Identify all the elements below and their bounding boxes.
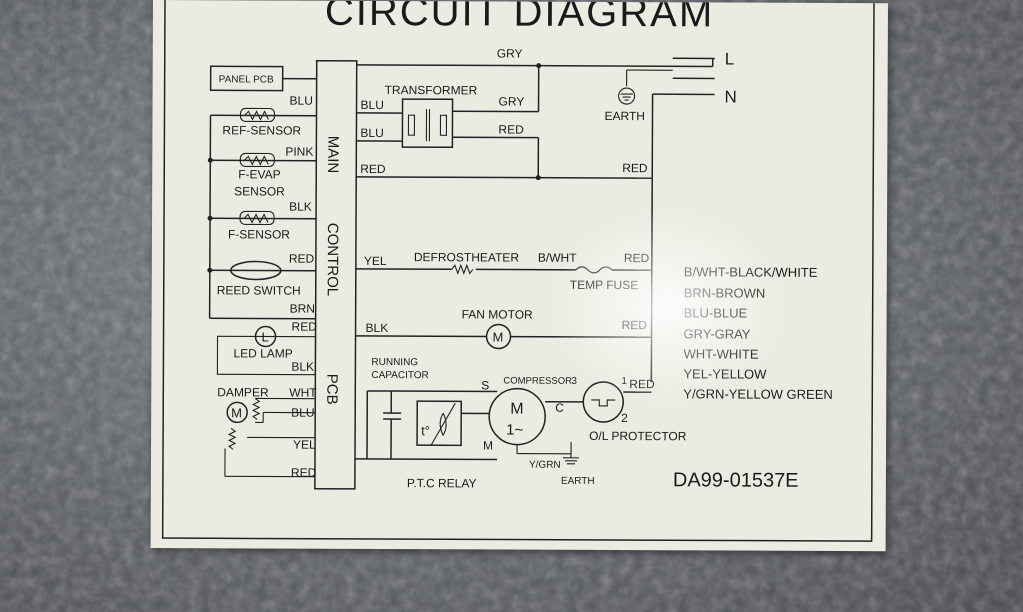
wire-label-red-transformer: RED bbox=[498, 123, 524, 137]
ol-protector-symbol bbox=[582, 381, 625, 423]
legend-item: BLU-BLUE bbox=[684, 305, 748, 320]
wire-label-blk-led: BLK bbox=[291, 360, 314, 374]
wire-label-gry-transformer: GRY bbox=[499, 95, 525, 109]
f-sensor-label: F-SENSOR bbox=[228, 227, 290, 241]
compressor-earth-label: EARTH bbox=[561, 476, 595, 487]
f-evap-sensor-label: SENSOR bbox=[234, 184, 285, 198]
legend-item: B/WHT-BLACK/WHITE bbox=[684, 264, 818, 280]
wire-label-pink: PINK bbox=[285, 145, 313, 159]
ol-protector-label: O/L PROTECTOR bbox=[589, 429, 687, 443]
wire-label-red-reed: RED bbox=[289, 252, 315, 266]
reed-switch-symbol bbox=[230, 260, 282, 281]
compressor-symbol-m: M bbox=[510, 401, 523, 418]
ptc-relay-t-symbol: t° bbox=[421, 423, 430, 438]
wire-label-blk-fan: BLK bbox=[366, 321, 389, 335]
wire-label-bwht: B/WHT bbox=[538, 251, 577, 265]
wire-label-wht-damper: WHT bbox=[289, 386, 317, 400]
temp-fuse-label: TEMP FUSE bbox=[570, 278, 639, 292]
wire-label-red-damper: RED bbox=[291, 466, 317, 480]
wire-label-red-ol: RED bbox=[629, 377, 655, 391]
ref-sensor-label: REF-SENSOR bbox=[222, 123, 301, 137]
wire-label-red-led: RED bbox=[292, 320, 318, 334]
damper-motor-letter: M bbox=[231, 405, 242, 420]
circuit-label-card: CIRCUIT DIAGRAM MAIN CONTROL PCB PANEL P… bbox=[150, 0, 888, 552]
legend-item: BRN-BROWN bbox=[684, 285, 766, 300]
neutral-terminal-label: N bbox=[725, 87, 737, 106]
transformer-label: TRANSFORMER bbox=[385, 83, 478, 97]
damper-motor-symbol bbox=[226, 401, 248, 424]
ol-terminal-3: 3 bbox=[571, 376, 577, 387]
f-evap-label: F-EVAP bbox=[238, 167, 281, 181]
transformer-symbol bbox=[401, 98, 454, 149]
temp-fuse-symbol bbox=[575, 266, 613, 274]
main-label: MAIN bbox=[324, 136, 341, 174]
panel-pcb-label: PANEL PCB bbox=[219, 74, 274, 85]
part-number: DA99-01537E bbox=[673, 469, 799, 492]
reed-switch-label: REED SWITCH bbox=[217, 283, 301, 297]
wire-label-blu-panel: BLU bbox=[290, 94, 313, 108]
wire-label-red-fuse: RED bbox=[624, 251, 650, 265]
control-label: CONTROL bbox=[324, 223, 341, 296]
line-terminal-label: L bbox=[725, 49, 735, 68]
wire-color-legend: B/WHT-BLACK/WHITE BRN-BROWN BLU-BLUE GRY… bbox=[683, 264, 833, 402]
led-lamp-symbol bbox=[254, 325, 277, 348]
compressor-earth-wire-label: Y/GRN bbox=[529, 460, 561, 471]
legend-item: WHT-WHITE bbox=[683, 346, 758, 361]
fan-motor-letter: M bbox=[493, 329, 504, 344]
led-lamp-loop bbox=[216, 335, 317, 376]
main-control-pcb bbox=[314, 59, 358, 490]
wire-label-blk-fsensor: BLK bbox=[289, 200, 312, 214]
wire-label-red-fan: RED bbox=[622, 318, 648, 332]
diagram-title: CIRCUIT DIAGRAM bbox=[325, 0, 714, 35]
wire-label-brn: BRN bbox=[290, 302, 315, 316]
fan-motor-label: FAN MOTOR bbox=[462, 307, 534, 321]
legend-item: YEL-YELLOW bbox=[683, 366, 767, 381]
legend-item: GRY-GRAY bbox=[684, 326, 751, 341]
wire-label-red-right: RED bbox=[622, 161, 648, 175]
compressor-symbol-phase: 1~ bbox=[506, 422, 523, 439]
led-lamp-label: LED LAMP bbox=[233, 346, 292, 360]
wire-label-blu-damper: BLU bbox=[291, 406, 314, 420]
wire-label-yel-damper: YEL bbox=[293, 438, 316, 452]
compressor-terminal-c: C bbox=[555, 401, 564, 415]
damper-label: DAMPER bbox=[217, 385, 269, 399]
wire-label-red-main: RED bbox=[360, 162, 386, 176]
earth-symbol bbox=[618, 87, 636, 105]
wire-label-yel-heater: YEL bbox=[364, 254, 387, 268]
running-capacitor-label-2: CAPACITOR bbox=[371, 370, 428, 381]
earth-label: EARTH bbox=[604, 109, 645, 123]
compressor-terminal-s: S bbox=[481, 378, 489, 392]
circuit-diagram: CIRCUIT DIAGRAM MAIN CONTROL PCB PANEL P… bbox=[161, 0, 875, 542]
compressor-terminal-m: M bbox=[483, 438, 493, 452]
defrost-heater-label: DEFROSTHEATER bbox=[414, 250, 520, 264]
wire-label-blu-tr2: BLU bbox=[360, 126, 383, 140]
ref-sensor-symbol bbox=[239, 107, 276, 123]
defrost-heater-symbol bbox=[451, 263, 474, 275]
f-evap-sensor-symbol bbox=[239, 152, 275, 168]
ptc-relay-label: P.T.C RELAY bbox=[407, 476, 477, 490]
label-border bbox=[161, 0, 875, 542]
ptc-relay-symbol bbox=[416, 400, 463, 447]
legend-item: Y/GRN-YELLOW GREEN bbox=[683, 386, 833, 402]
ol-terminal-2: 2 bbox=[621, 411, 628, 425]
pcb-label: PCB bbox=[323, 374, 340, 405]
ol-terminal-1: 1 bbox=[621, 376, 627, 387]
compressor-label: COMPRESSOR bbox=[503, 376, 572, 387]
led-lamp-letter: L bbox=[261, 329, 268, 344]
wire-label-blu-tr1: BLU bbox=[361, 98, 384, 112]
f-sensor-symbol bbox=[239, 210, 275, 226]
wire-label-gry-top: GRY bbox=[497, 47, 523, 61]
running-capacitor-label-1: RUNNING bbox=[371, 357, 418, 368]
